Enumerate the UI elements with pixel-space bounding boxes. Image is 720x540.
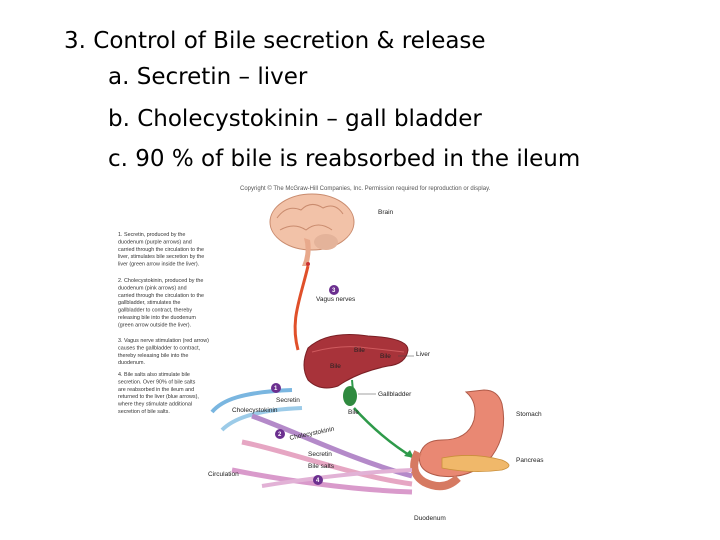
step-2-line: gallbladder, stimulates the — [118, 300, 180, 306]
pancreas-label: Pancreas — [516, 457, 544, 464]
step-4-line: 4. Bile salts also stimulate bile — [118, 372, 190, 378]
step-3-line: thereby releasing bile into the — [118, 353, 188, 359]
step-4-marker: 4 — [316, 478, 320, 484]
step-1-line: carried through the circulation to the — [118, 247, 204, 253]
bile-control-figure: Copyright © The McGraw-Hill Companies, I… — [117, 185, 544, 522]
step-3-line: duodenum. — [118, 360, 145, 366]
circulation-label: Circulation — [208, 471, 239, 478]
vagus-label: Vagus nerves — [316, 296, 356, 303]
step-2-line: carried through the circulation to the — [118, 293, 204, 299]
brain-illustration — [269, 193, 355, 266]
liver-illustration — [303, 334, 409, 389]
step-1-line: liver (green arrow inside the liver). — [118, 262, 199, 268]
step-1-line: duodenum (purple arrows) and — [118, 239, 192, 245]
bile-label-1: Bile — [354, 347, 365, 354]
step-1-line: 1. Secretin, produced by the — [118, 232, 185, 238]
bullet-a: a. Secretin – liver — [108, 64, 308, 90]
step-1-line: liver, stimulates bile secretion by the — [118, 254, 204, 260]
bile-label-2: Bile — [380, 353, 391, 360]
stomach-label: Stomach — [516, 411, 542, 418]
bile-label-4: Bile — [348, 409, 359, 416]
bile-label-3: Bile — [330, 363, 341, 370]
step-1-marker: 1 — [274, 386, 278, 392]
step-4-line: where they stimulate additional — [117, 402, 192, 408]
step-3-line: causes the gallbladder to contract, — [118, 345, 201, 351]
brain-label: Brain — [378, 209, 394, 216]
bullet-c: c. 90 % of bile is reabsorbed in the ile… — [108, 146, 581, 172]
stomach-illustration — [418, 389, 505, 478]
bullet-b: b. Cholecystokinin – gall bladder — [108, 106, 482, 132]
liver-label: Liver — [416, 351, 431, 358]
secretin-label-1: Secretin — [276, 397, 300, 404]
secretin-label-2: Secretin — [308, 451, 332, 458]
step-3-marker: 3 — [332, 288, 336, 294]
step-4-line: secretion of bile salts. — [118, 409, 170, 415]
step-4-line: are reabsorbed in the ileum and — [118, 387, 194, 393]
copyright-text: Copyright © The McGraw-Hill Companies, I… — [240, 185, 491, 192]
bullet-heading: 3. Control of Bile secretion & release — [64, 28, 486, 54]
step-4-line: returned to the liver (blue arrows), — [118, 394, 199, 400]
step-2-line: 2. Cholecystokinin, produced by the — [118, 278, 203, 284]
step-3-line: 3. Vagus nerve stimulation (red arrow) — [118, 338, 209, 344]
gallbladder-label: Gallbladder — [378, 391, 412, 398]
step-2-line: gallbladder to contract, thereby — [118, 308, 192, 314]
step-2-line: releasing bile into the duodenum — [118, 315, 196, 321]
step-2-line: duodenum (pink arrows) and — [118, 285, 187, 291]
step-2-line: (green arrow outside the liver). — [118, 322, 191, 328]
step-2-marker: 2 — [278, 432, 282, 438]
cholecystokinin-label-1: Cholecystokinin — [232, 407, 278, 414]
step-4-line: secretion. Over 90% of bile salts — [118, 379, 196, 385]
bile-salts-label: Bile salts — [308, 463, 335, 470]
duodenum-label: Duodenum — [414, 515, 446, 522]
